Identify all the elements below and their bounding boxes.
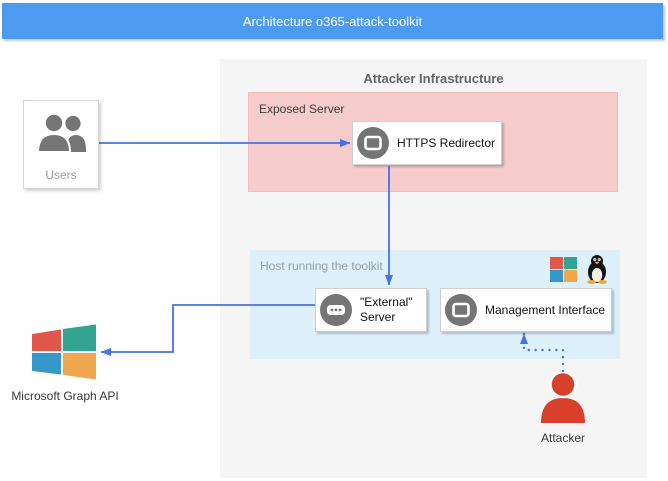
external-server-node: "External" Server [315,288,427,332]
container-title: Attacker Infrastructure [363,71,504,86]
microsoft-flag-logo [32,324,96,380]
server-dots-icon [320,294,352,326]
app-window-icon [357,127,389,159]
diagram-title: Architecture o365-attack-toolkit [242,13,423,29]
https-redirector-node: HTTPS Redirector [352,121,502,165]
users-label: Users [45,168,77,182]
management-interface-label: Management Interface [485,302,606,317]
attacker-person-icon [541,372,585,423]
host-zone-label: Host running the toolkit [260,259,383,273]
graph-api-label: Microsoft Graph API [11,389,119,403]
management-interface-node: Management Interface [440,288,612,332]
users-icon [36,114,86,153]
external-server-label: "External" Server [360,295,413,324]
windows-logo [550,257,577,282]
linux-tux-icon [587,255,607,284]
title-banner: Architecture o365-attack-toolkit [2,3,663,39]
app-window-icon [445,294,477,326]
https-redirector-label: HTTPS Redirector [397,135,496,150]
attacker-label: Attacker [540,431,585,445]
exposed-server-label: Exposed Server [259,102,345,116]
users-node: Users [23,100,99,189]
